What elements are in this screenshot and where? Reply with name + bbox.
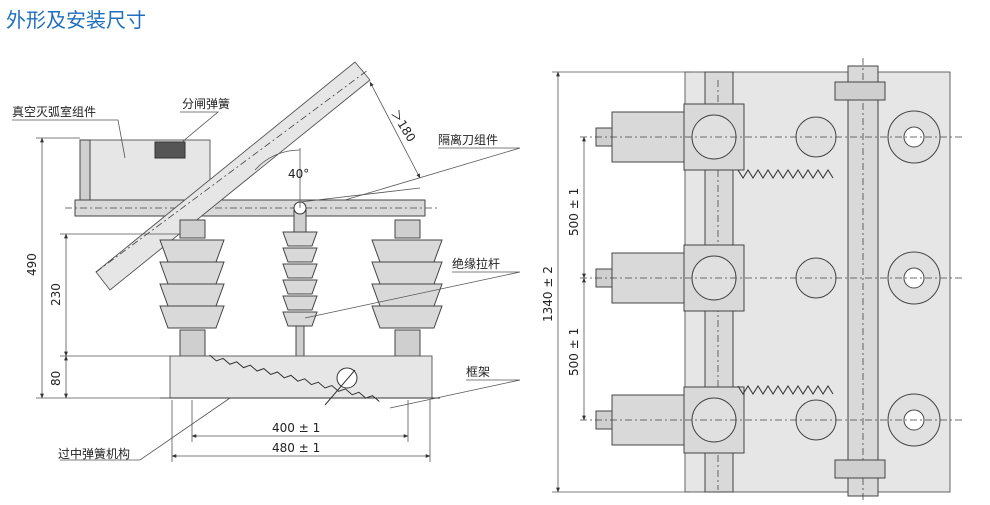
- dim-pitch-upper: 500 ± 1: [567, 188, 581, 236]
- dim-height-total: 490: [25, 253, 39, 276]
- dim-width-inner: 400 ± 1: [272, 421, 320, 435]
- dim-pitch-lower: 500 ± 1: [567, 328, 581, 376]
- label-opening-spring: 分闸弹簧: [182, 96, 230, 111]
- top-view: 1340 ± 2 500 ± 1 500 ± 1: [541, 58, 965, 500]
- overcenter-spring: [209, 354, 380, 406]
- dim-total: 1340 ± 2: [541, 266, 555, 322]
- label-vacuum-chamber: 真空灭弧室组件: [12, 104, 96, 119]
- dimension-lines-left: [36, 81, 431, 462]
- leaders-left: [12, 111, 521, 461]
- vacuum-chamber: [79, 139, 211, 201]
- page-title: 外形及安装尺寸: [6, 8, 146, 32]
- dim-width-outer: 480 ± 1: [272, 441, 320, 455]
- label-disconnector: 隔离刀组件: [438, 132, 498, 147]
- phase-middle: [580, 244, 965, 312]
- dimension-lines-right: [552, 71, 690, 493]
- right-insulator: [371, 219, 443, 357]
- side-view: 真空灭弧室组件 分闸弹簧 隔离刀组件 绝缘拉杆 框架 过中弹簧机构 40° ＞1…: [12, 61, 521, 462]
- left-insulator: [159, 219, 225, 357]
- label-insulating-rod: 绝缘拉杆: [452, 256, 500, 271]
- phase-bottom: [580, 385, 965, 454]
- dim-height-low: 80: [49, 371, 63, 386]
- dim-height-mid: 230: [49, 283, 63, 306]
- middle-insulating-rod: [282, 201, 318, 361]
- frame: [169, 355, 433, 399]
- phase-top: [580, 103, 965, 179]
- dim-angle: 40°: [288, 167, 309, 181]
- label-frame: 框架: [466, 365, 490, 379]
- label-overcenter-spring: 过中弹簧机构: [58, 446, 130, 461]
